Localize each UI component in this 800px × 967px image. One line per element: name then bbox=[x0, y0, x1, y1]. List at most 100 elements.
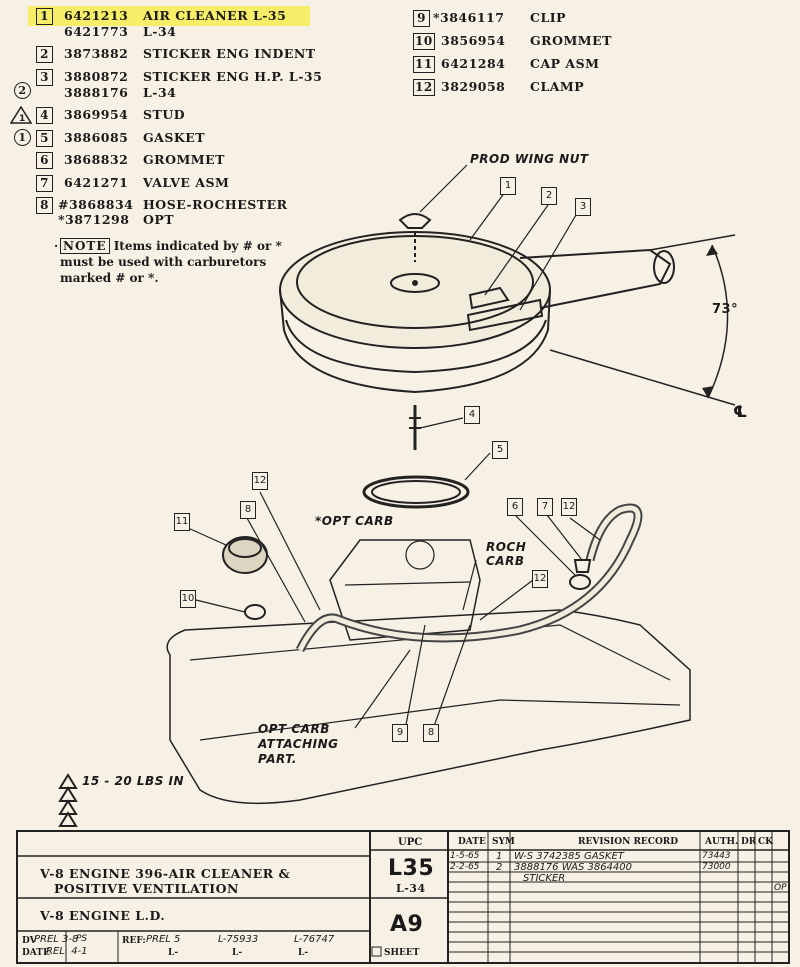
header-sym: SYM bbox=[492, 837, 515, 847]
exploded-diagram bbox=[58, 164, 736, 827]
revision-marker: 1 bbox=[14, 129, 31, 146]
callout-4: 4 bbox=[464, 406, 480, 424]
rev2-text-2: STICKER bbox=[523, 873, 566, 884]
svg-text:1: 1 bbox=[19, 114, 26, 124]
item-number-box: 8 bbox=[36, 197, 53, 214]
note-block: ·NOTE Items indicated by # or * must be … bbox=[54, 238, 290, 286]
item-number-box: 3 bbox=[36, 69, 53, 86]
part-number: 3880872 bbox=[64, 69, 129, 84]
callout-2: 2 bbox=[541, 187, 557, 205]
callout-11: 11 bbox=[174, 513, 190, 531]
parts-row-9: 9 bbox=[413, 9, 430, 27]
item-number-box: 4 bbox=[36, 107, 53, 124]
label-angle: 73° bbox=[712, 302, 739, 317]
callout-10: 10 bbox=[180, 590, 196, 608]
parts-row-8: 8 bbox=[36, 196, 53, 214]
rev2-date: 2-2-65 bbox=[450, 862, 480, 872]
part-description: GROMMET bbox=[530, 33, 612, 48]
item-number-box: 9 bbox=[413, 10, 430, 27]
ref-label: REF: bbox=[122, 936, 146, 946]
item-number-box: 2 bbox=[36, 46, 53, 63]
part-description: L-34 bbox=[143, 85, 177, 100]
parts-row-1: 1 bbox=[36, 7, 53, 25]
part-number: 3886085 bbox=[64, 130, 129, 145]
callout-12-c: 12 bbox=[532, 570, 548, 588]
item-number-box: 12 bbox=[413, 79, 435, 96]
parts-row-6: 6 bbox=[36, 151, 53, 169]
sheet-code: A9 bbox=[390, 912, 424, 937]
header-revision: REVISION RECORD bbox=[578, 837, 679, 847]
parts-row-2: 2 bbox=[36, 45, 53, 63]
part-number: 6421271 bbox=[64, 175, 129, 190]
dv-label: DV bbox=[22, 936, 37, 946]
parts-row-3: 3 bbox=[36, 68, 53, 86]
torque-triangle-icon: 1 bbox=[10, 106, 32, 124]
header-auth: AUTH. bbox=[705, 837, 739, 847]
callout-12-a: 12 bbox=[561, 498, 577, 516]
item-number-box: 6 bbox=[36, 152, 53, 169]
parts-row-10: 10 bbox=[413, 32, 435, 50]
upc-sub: L-34 bbox=[396, 882, 426, 895]
callout-8-a: 8 bbox=[240, 501, 256, 519]
centerline-symbol: ℄ bbox=[733, 402, 748, 421]
highlight-item-1 bbox=[28, 6, 310, 26]
note-line-2: must be used with carburetors bbox=[60, 255, 267, 269]
callout-6: 6 bbox=[507, 498, 523, 516]
dv-init: PS bbox=[76, 934, 88, 944]
part-number: 3829058 bbox=[441, 79, 506, 94]
part-number: #3868834 bbox=[58, 197, 134, 212]
op-mark: OP bbox=[774, 883, 787, 893]
parts-row-4: 4 bbox=[36, 106, 53, 124]
callout-7: 7 bbox=[537, 498, 553, 516]
rev2-sym: 2 bbox=[496, 862, 503, 873]
part-description: GROMMET bbox=[143, 152, 225, 167]
part-description: STUD bbox=[143, 107, 186, 122]
dv-value: PREL 3-8 bbox=[34, 934, 79, 945]
part-number: 3856954 bbox=[441, 33, 506, 48]
callout-5: 5 bbox=[492, 441, 508, 459]
part-number: 6421213 bbox=[64, 8, 129, 23]
title-line-1: V-8 ENGINE 396-AIR CLEANER & bbox=[40, 866, 291, 881]
ref-l3: L- bbox=[298, 948, 309, 958]
note-line-1: Items indicated by # or * bbox=[113, 239, 282, 253]
part-description: CAP ASM bbox=[530, 56, 600, 71]
subtitle: V-8 ENGINE L.D. bbox=[40, 908, 166, 923]
callout-9: 9 bbox=[392, 724, 408, 742]
part-description: CLIP bbox=[530, 10, 566, 25]
ref-3: L-76747 bbox=[294, 934, 335, 945]
note-line-3: marked # or *. bbox=[60, 271, 159, 285]
header-dr: DR bbox=[741, 837, 757, 847]
item-number-box: 10 bbox=[413, 33, 435, 50]
part-number: 3888176 bbox=[64, 85, 129, 100]
rev2-auth: 73000 bbox=[702, 862, 731, 872]
title-block-grid bbox=[18, 832, 788, 962]
part-description: OPT bbox=[143, 212, 175, 227]
part-description: GASKET bbox=[143, 130, 206, 145]
parts-row-5: 5 bbox=[36, 129, 53, 147]
header-date: DATE bbox=[458, 837, 486, 847]
part-number: *3846117 bbox=[433, 10, 505, 25]
rev2-text: 3888176 WAS 3864400 bbox=[514, 862, 633, 873]
parts-row-7: 7 bbox=[36, 174, 53, 192]
sheet-label: SHEET bbox=[384, 948, 420, 958]
item-number-box: 5 bbox=[36, 130, 53, 147]
rev1-text: W-S 3742385 GASKET bbox=[514, 851, 624, 862]
ref-l1: L- bbox=[168, 948, 179, 958]
callout-1: 1 bbox=[500, 177, 516, 195]
rev1-date: 1-5-65 bbox=[450, 851, 480, 861]
part-description: L-34 bbox=[143, 24, 177, 39]
item-number-box: 1 bbox=[36, 8, 53, 25]
header-ck: CK bbox=[758, 837, 773, 847]
label-torque: 15 - 20 LBS IN bbox=[82, 774, 185, 788]
part-description: HOSE-ROCHESTER bbox=[143, 197, 288, 212]
part-number: 6421284 bbox=[441, 56, 506, 71]
rev1-auth: 73443 bbox=[702, 851, 731, 861]
ref-2: L-75933 bbox=[218, 934, 259, 945]
date-rel-label: DATE bbox=[22, 948, 50, 958]
part-description: STICKER ENG INDENT bbox=[143, 46, 316, 61]
callout-12-b: 12 bbox=[252, 472, 268, 490]
label-opt-carb: *OPT CARB bbox=[315, 514, 394, 528]
ref-l2: L- bbox=[232, 948, 243, 958]
part-number: *3871298 bbox=[58, 212, 130, 227]
